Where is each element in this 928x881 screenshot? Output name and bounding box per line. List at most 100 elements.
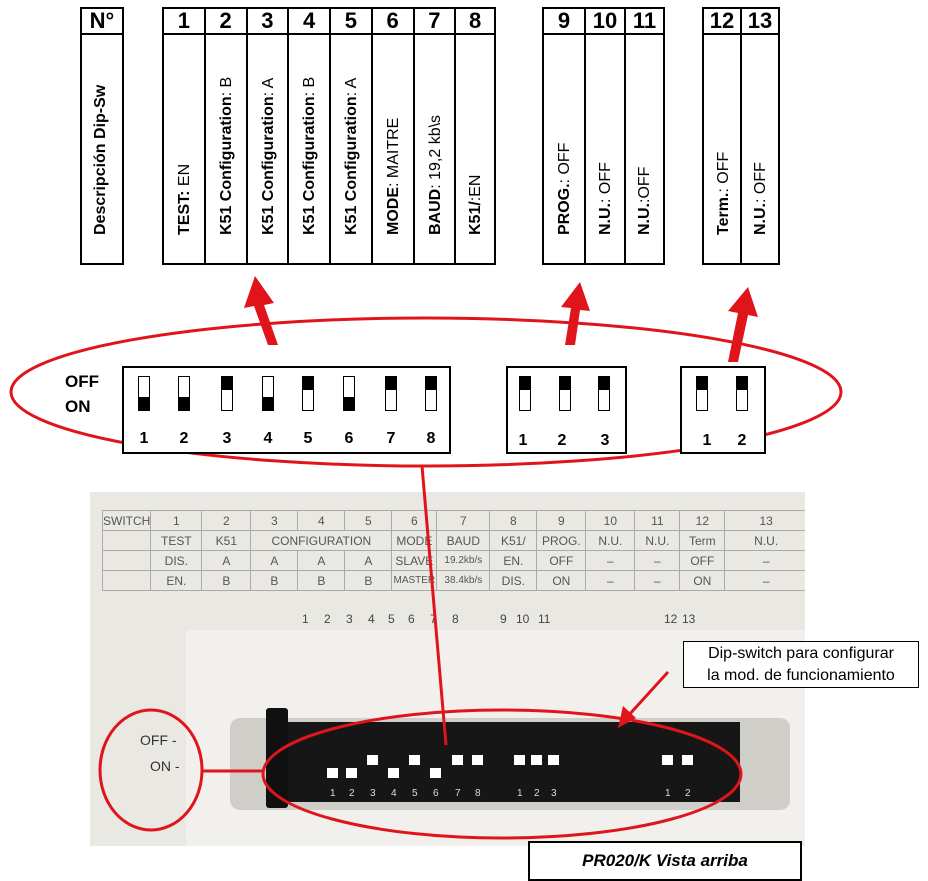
- table-row: TEST K51 CONFIGURATION MODE BAUD K51/ PR…: [101, 530, 805, 551]
- table-cell: [101, 570, 152, 591]
- header-column-1: 1 TEST: EN: [164, 9, 206, 263]
- header-number: 3: [247, 9, 288, 35]
- highlight-ellipse-photo: [261, 708, 743, 840]
- dip-switch-2-1: [519, 376, 531, 411]
- header-table-switches-9-11: 9 PROG.: OFF 10 N.U.: OFF 11 N.U.:OFF: [542, 7, 665, 265]
- header-column-10: 10 N.U.: OFF: [586, 9, 626, 263]
- table-cell: B: [250, 570, 299, 591]
- photo-number: 10: [516, 612, 530, 626]
- dip-switch-1-2: [178, 376, 190, 411]
- highlight-ellipse-top: [9, 316, 843, 468]
- dip-switch-1-8: [425, 376, 437, 411]
- header-column-12: 12 Term.: OFF: [704, 9, 742, 263]
- photo-switch-number: 8: [475, 788, 481, 799]
- dip-number: 1: [702, 432, 712, 449]
- header-number: 5: [331, 9, 371, 35]
- header-table-switches-1-8: 1 TEST: EN 2 K51 Configuration: B 3 K51 …: [162, 7, 496, 265]
- dip-switch-1-1: [138, 376, 150, 411]
- photo-switch-number: 3: [551, 788, 557, 799]
- dip-number: 2: [557, 432, 567, 449]
- table-row: EN. B B B B MASTER 38.4kb/s DIS. ON – – …: [101, 570, 805, 591]
- photo-switch-number: 4: [391, 788, 397, 799]
- photo-switch: [409, 755, 420, 765]
- photo-switch: [388, 768, 399, 778]
- header-number: 8: [456, 9, 495, 35]
- dip-switch-3-1: [696, 376, 708, 411]
- highlight-ellipse-onoff: [98, 708, 204, 832]
- header-column-3: 3 K51 Configuration: A: [247, 9, 290, 263]
- switch-slot: [270, 722, 740, 802]
- header-column-8: 8 K51/:EN: [456, 9, 495, 263]
- photo-switch: [452, 755, 463, 765]
- photo-number: 1: [302, 612, 309, 626]
- dip-switch-1-7: [385, 376, 397, 411]
- dip-switch-1-4: [262, 376, 274, 411]
- dip-switch-1-3: [221, 376, 233, 411]
- photo-number: 5: [388, 612, 395, 626]
- photo-number: 12: [664, 612, 678, 626]
- photo-number: 7: [430, 612, 437, 626]
- photo-switch-number: 1: [517, 788, 523, 799]
- header-number: 10: [586, 9, 624, 35]
- header-column-5: 5 K51 Configuration: A: [331, 9, 373, 263]
- dip-number: 8: [426, 430, 436, 447]
- table-cell: 10: [585, 510, 636, 531]
- header-column-11: 11 N.U.:OFF: [626, 9, 663, 263]
- header-number: 9: [544, 9, 584, 35]
- header-number: 4: [289, 9, 329, 35]
- table-cell: DIS.: [489, 570, 538, 591]
- header-number: 2: [205, 9, 246, 35]
- header-number: 12: [704, 9, 740, 35]
- photo-label-table: SWITCH 1 2 3 4 5 6 7 8 9 10 11 12 13 TES…: [101, 510, 805, 591]
- slot-lug: [266, 708, 288, 808]
- photo-number: 13: [682, 612, 696, 626]
- photo-switch-number: 2: [349, 788, 355, 799]
- photo-switch-number: 3: [370, 788, 376, 799]
- photo-switch: [662, 755, 673, 765]
- table-cell: –: [724, 570, 805, 591]
- table-cell: BAUD: [436, 530, 491, 551]
- header-number: 1: [164, 9, 204, 35]
- table-cell: SWITCH: [101, 510, 152, 531]
- photo-off-label: OFF -: [140, 732, 177, 748]
- photo-switch-number: 2: [685, 788, 691, 799]
- table-cell: 13: [724, 510, 805, 531]
- header-column-4: 4 K51 Configuration: B: [289, 9, 331, 263]
- header-number: 13: [742, 9, 778, 35]
- dip-switch-1-6: [343, 376, 355, 411]
- photo-switch: [346, 768, 357, 778]
- table-cell: ON: [679, 570, 726, 591]
- dip-number: 1: [139, 430, 149, 447]
- photo-switch: [682, 755, 693, 765]
- callout-box: Dip-switch para configurar la mod. de fu…: [683, 641, 919, 688]
- photo-switch: [430, 768, 441, 778]
- table-cell: PROG.: [536, 530, 587, 551]
- photo-switch-number: 2: [534, 788, 540, 799]
- photo-number: 6: [408, 612, 415, 626]
- photo-switch: [548, 755, 559, 765]
- callout-line-2: la mod. de funcionamiento: [707, 667, 895, 684]
- dip-number: 1: [518, 432, 528, 449]
- photo-number: 9: [500, 612, 507, 626]
- device-photo: SWITCH 1 2 3 4 5 6 7 8 9 10 11 12 13 TES…: [90, 492, 805, 846]
- connector-line: [420, 465, 448, 746]
- dip-number: 4: [263, 430, 273, 447]
- table-cell: EN.: [489, 550, 538, 571]
- header-column-description: N° Descripción Dip-Sw: [82, 9, 122, 263]
- photo-number: 11: [538, 612, 551, 626]
- on-label: ON: [65, 397, 91, 416]
- photo-number: 4: [368, 612, 375, 626]
- photo-number: 3: [346, 612, 353, 626]
- photo-number: 8: [452, 612, 459, 626]
- off-label: OFF: [65, 372, 99, 391]
- dip-bank-3: [680, 366, 766, 454]
- header-number: 11: [626, 9, 663, 35]
- dip-number: 5: [303, 430, 313, 447]
- header-number: 7: [414, 9, 455, 35]
- dip-number: 2: [179, 430, 189, 447]
- arrow-icon: [244, 276, 278, 345]
- caption: PR020/K Vista arriba: [528, 841, 802, 881]
- table-cell: N.U.: [724, 530, 805, 551]
- arrow-icon: [561, 282, 590, 345]
- dip-number: 6: [344, 430, 354, 447]
